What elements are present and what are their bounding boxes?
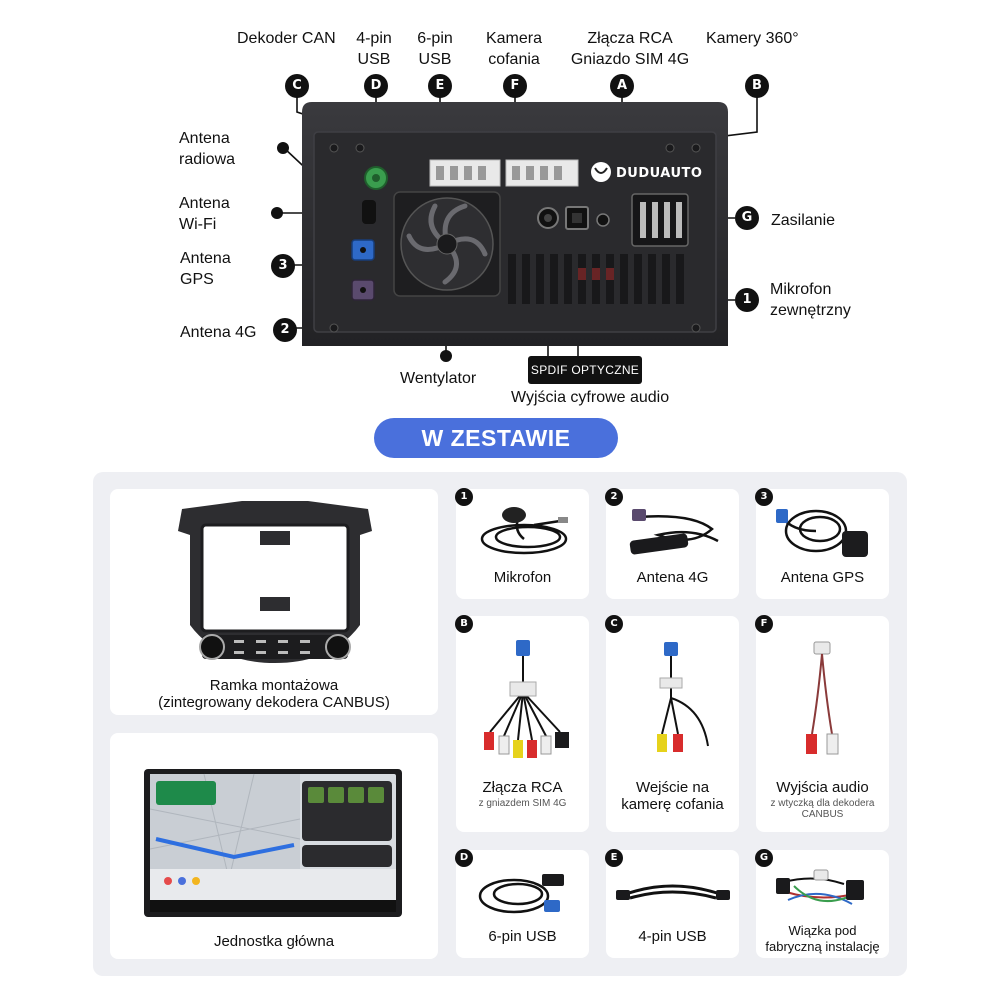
- usb4-image: [616, 884, 730, 900]
- label-usb6-line1: 6-pin: [417, 30, 453, 47]
- card-lte-antenna: 2 Antena 4G: [605, 488, 739, 599]
- frame-name-line2: (zintegrowany dekodera CANBUS): [158, 694, 390, 711]
- label-rca-line2: Gniazdo SIM 4G: [570, 51, 690, 68]
- audio-sub-line1: z wtyczką dla dekodera: [770, 798, 875, 809]
- label-can-decoder: Dekoder CAN: [237, 30, 336, 47]
- label-usb4-line2: USB: [357, 51, 391, 68]
- harness-name-line2: fabryczną instalację: [765, 939, 880, 954]
- label-usb4-line1: 4-pin: [356, 30, 392, 47]
- card-mic: 1 Mikrofon: [455, 488, 589, 599]
- card-rca: B Złącza RCA z gniazdem SIM 4G: [455, 615, 589, 832]
- badge-e: E: [428, 74, 452, 98]
- card-audio: F Wyjścia audio z wtyczką dla dekodera C…: [755, 615, 889, 832]
- label-camera-line1: Kamera: [485, 30, 543, 47]
- lte-antenna-name: Antena 4G: [636, 569, 709, 586]
- audio-cable-image: [806, 641, 839, 755]
- label-camera-line2: cofania: [488, 51, 540, 68]
- card-badge-f: F: [755, 615, 773, 633]
- usb6-image: [478, 874, 564, 914]
- head-unit-image: [144, 769, 402, 917]
- dot-fan: [440, 350, 452, 362]
- camera-cable-image: [657, 642, 709, 752]
- card-badge-d: D: [455, 849, 473, 867]
- label-cam360: Kamery 360°: [706, 30, 799, 47]
- gps-antenna-image: [776, 509, 868, 557]
- audio-name: Wyjścia audio: [776, 779, 869, 796]
- card-badge-c: C: [605, 615, 623, 633]
- badge-3: 3: [271, 254, 295, 278]
- label-power: Zasilanie: [771, 212, 836, 229]
- label-mic-line2: zewnętrzny: [770, 302, 851, 319]
- card-badge-g: G: [755, 849, 773, 867]
- in-box-title: W ZESTAWIE: [374, 418, 618, 458]
- usb4-name: 4-pin USB: [638, 928, 707, 945]
- camera-name-line2: kamerę cofania: [621, 796, 724, 813]
- card-frame: Ramka montażowa (zintegrowany dekodera C…: [110, 489, 438, 715]
- label-fan: Wentylator: [400, 370, 477, 387]
- card-harness: G Wiązka pod fabryczną instalację: [755, 849, 889, 958]
- mic-image: [480, 507, 568, 555]
- badge-f: F: [503, 74, 527, 98]
- card-gps-antenna: 3 Antena GPS: [755, 488, 889, 599]
- label-digital-out: Wyjścia cyfrowe audio: [511, 389, 670, 406]
- badge-d: D: [364, 74, 388, 98]
- label-usb6-line2: USB: [418, 51, 452, 68]
- camera-name-line1: Wejście na: [635, 779, 710, 796]
- rca-name: Złącza RCA: [482, 779, 563, 796]
- spdif-tag: SPDIF OPTYCZNE: [528, 356, 642, 384]
- harness-name-line1: Wiązka pod: [788, 923, 857, 938]
- card-badge-b: B: [455, 615, 473, 633]
- unit-name: Jednostka główna: [213, 933, 335, 950]
- label-wifi-line2: Wi-Fi: [179, 216, 217, 233]
- label-rca-line1: Złącza RCA: [587, 30, 673, 47]
- dot-radio: [277, 142, 289, 154]
- card-usb6: D 6-pin USB: [455, 849, 589, 958]
- card-badge-1: 1: [455, 488, 473, 506]
- device-illustration: DUDUAUTO: [302, 102, 728, 346]
- badge-c: C: [285, 74, 309, 98]
- mic-name: Mikrofon: [493, 569, 552, 586]
- frame-name-line1: Ramka montażowa: [209, 677, 339, 694]
- label-gps-line1: Antena: [180, 250, 231, 267]
- label-radio-line1: Antena: [179, 130, 230, 147]
- card-badge-e: E: [605, 849, 623, 867]
- label-lte: Antena 4G: [180, 324, 257, 341]
- lte-antenna-image: [629, 509, 719, 555]
- harness-image: [776, 869, 864, 905]
- badge-g: G: [735, 206, 759, 230]
- badge-a: A: [610, 74, 634, 98]
- usb6-name: 6-pin USB: [488, 928, 557, 945]
- label-gps-line2: GPS: [180, 271, 214, 288]
- badge-2: 2: [273, 318, 297, 342]
- card-badge-3: 3: [755, 488, 773, 506]
- label-wifi-line1: Antena: [179, 195, 230, 212]
- card-usb4: E 4-pin USB: [605, 849, 739, 958]
- rca-image: [484, 640, 569, 758]
- label-radio-line2: radiowa: [179, 151, 236, 168]
- card-head-unit: Jednostka główna: [110, 733, 438, 959]
- head-unit-back: DUDUAUTO: [302, 102, 728, 346]
- rca-sub: z gniazdem SIM 4G: [478, 798, 567, 809]
- badge-b: B: [745, 74, 769, 98]
- audio-sub-line2: CANBUS: [801, 809, 844, 820]
- gps-antenna-name: Antena GPS: [780, 569, 865, 586]
- label-mic-line1: Mikrofon: [770, 281, 832, 298]
- badge-1: 1: [735, 288, 759, 312]
- card-badge-2: 2: [605, 488, 623, 506]
- device-brand-text: DUDUAUTO: [616, 166, 702, 181]
- card-camera: C Wejście na kamerę cofania: [605, 615, 739, 832]
- dot-wifi: [271, 207, 283, 219]
- frame-image: [178, 501, 372, 663]
